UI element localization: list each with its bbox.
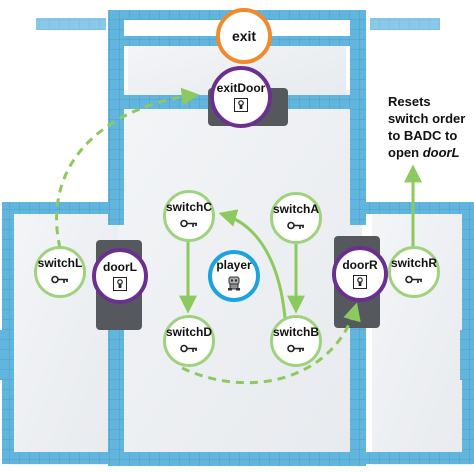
doorr-label: doorR	[342, 258, 378, 272]
switchc-node: switchC	[163, 190, 215, 242]
player-node: player	[208, 250, 260, 302]
lock-icon	[353, 275, 367, 289]
dashed-arrows	[55, 87, 361, 385]
lock-icon	[113, 277, 127, 291]
key-icon	[180, 342, 198, 356]
switchb-label: switchB	[273, 325, 320, 339]
switchd-node: switchD	[163, 315, 215, 367]
annotation-target: doorL	[422, 145, 460, 160]
doorr-node: doorR	[332, 246, 388, 302]
switchl-label: switchL	[37, 256, 83, 270]
switchr-label: switchR	[391, 256, 438, 270]
floor-right	[372, 205, 472, 465]
exit-node: exit	[216, 8, 272, 64]
switchb-node: switchB	[270, 315, 322, 367]
dashed-arrow-switchD-doorR	[181, 302, 361, 385]
exitdoor-node: exitDoor	[210, 66, 272, 128]
walls	[0, 10, 474, 466]
doorl-node: doorL	[92, 248, 148, 304]
player-label: player	[216, 257, 252, 272]
switchr-node: switchR	[388, 246, 440, 298]
arrow-switchB-switchC	[218, 209, 287, 319]
switchc-label: switchC	[166, 200, 213, 214]
key-icon	[180, 217, 198, 231]
doorl-label: doorL	[103, 260, 137, 274]
robot-icon	[226, 275, 242, 294]
solid-arrows	[179, 164, 422, 319]
switcha-label: switchA	[273, 202, 320, 216]
annotation-text: Resets switch order to BADC to open	[388, 94, 466, 160]
switchr-annotation: Resets switch order to BADC to open door…	[388, 93, 472, 161]
exitdoor-label: exitDoor	[216, 81, 266, 95]
lock-icon	[234, 98, 248, 112]
key-icon	[405, 273, 423, 287]
switcha-node: switchA	[270, 192, 322, 244]
exit-label: exit	[231, 27, 257, 44]
key-icon	[51, 273, 69, 287]
key-icon	[287, 342, 305, 356]
switchl-node: switchL	[34, 246, 86, 298]
switchd-label: switchD	[166, 325, 213, 339]
dashed-arrow-switchL-exitDoor	[55, 87, 200, 249]
key-icon	[287, 219, 305, 233]
